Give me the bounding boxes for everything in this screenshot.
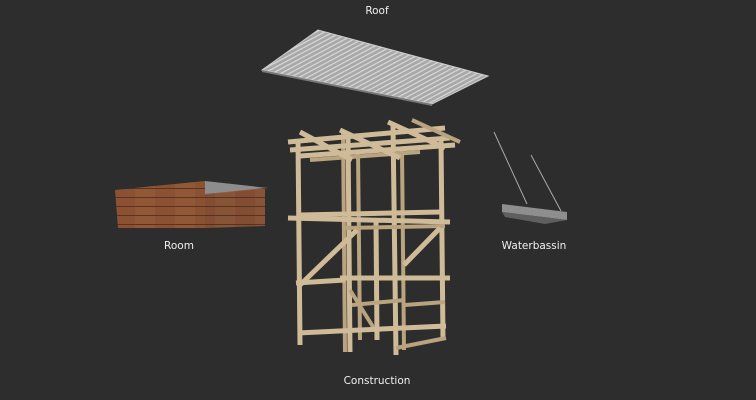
roof-model[interactable] bbox=[260, 29, 490, 106]
room-model[interactable] bbox=[115, 181, 268, 228]
room-label: Room bbox=[164, 240, 194, 252]
waterbassin-model[interactable] bbox=[493, 131, 567, 224]
roof-label: Roof bbox=[365, 5, 389, 17]
construction-label: Construction bbox=[343, 375, 411, 387]
construction-model[interactable] bbox=[287, 118, 461, 356]
waterbassin-label: Waterbassin bbox=[501, 240, 567, 252]
